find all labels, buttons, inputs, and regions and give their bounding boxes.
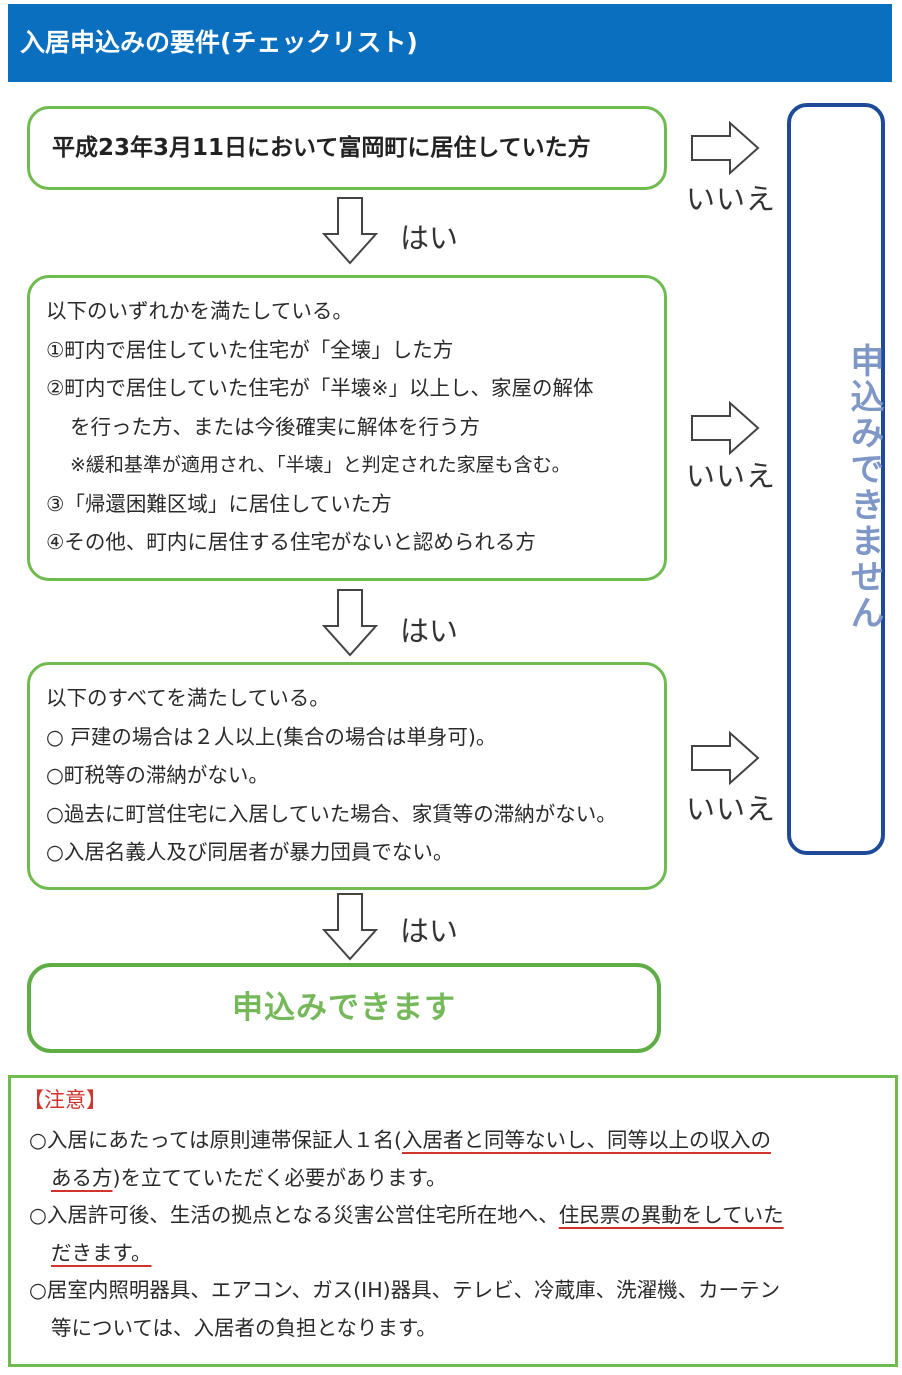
- step-2-line: ③「帰還困難区域」に居住していた方: [46, 491, 392, 516]
- note-3-text: 等については、入居者の負担となります。: [51, 1315, 437, 1340]
- step-1-box: 平成23年3月11日において富岡町に居住していた方: [27, 106, 667, 190]
- notes-box: 【注意】 ○入居にあたっては原則連帯保証人１名(入居者と同等ないし、同等以上の収…: [8, 1075, 898, 1367]
- down-arrow-icon: [322, 197, 378, 265]
- step-2-line: ②町内で居住していた住宅が「半壊※」以上し、家屋の解体: [46, 376, 594, 400]
- down-arrow-icon: [322, 893, 378, 961]
- step-3-line: 以下のすべてを満たしている。: [46, 686, 330, 710]
- no-label-1: いいえ: [686, 182, 777, 216]
- note-1-underlined: 入居者と同等ないし、同等以上の収入の: [401, 1128, 771, 1152]
- step-2-line: 以下のいずれかを満たしている。: [46, 299, 353, 323]
- step-3-line: ○町税等の滞納がない。: [46, 763, 269, 787]
- note-1-text: ○入居にあたっては原則連帯保証人１名(: [29, 1128, 402, 1152]
- note-1-underlined: ある方: [51, 1165, 113, 1190]
- step-2-line: を行った方、または今後確実に解体を行う方: [70, 414, 480, 439]
- result-ok-box: 申込みできます: [27, 963, 661, 1053]
- yes-label-3: はい: [400, 914, 459, 948]
- result-ok-text: 申込みできます: [232, 990, 456, 1026]
- note-2-text: ○入居許可後、生活の拠点となる災害公営住宅所在地へ、: [29, 1203, 559, 1227]
- yes-label-1: はい: [400, 221, 459, 255]
- right-arrow-icon: [691, 400, 760, 456]
- step-2-box: 以下のいずれかを満たしている。 ①町内で居住していた住宅が「全壊」した方 ②町内…: [27, 275, 667, 581]
- step-3-line: ○ 戸建の場合は２人以上(集合の場合は単身可)。: [46, 724, 497, 749]
- step-3-box: 以下のすべてを満たしている。 ○ 戸建の場合は２人以上(集合の場合は単身可)。 …: [27, 662, 667, 890]
- result-ng-text: 申込みできません: [844, 343, 884, 631]
- down-arrow-icon: [322, 589, 378, 657]
- step-2-line: ①町内で居住していた住宅が「全壊」した方: [46, 337, 454, 362]
- step-3-line: ○入居名義人及び同居者が暴力団員でない。: [46, 840, 454, 864]
- page-header: 入居申込みの要件(チェックリスト): [8, 4, 892, 82]
- page-title: 入居申込みの要件(チェックリスト): [20, 28, 418, 57]
- notes-title: 【注意】: [23, 1088, 107, 1112]
- yes-label-2: はい: [400, 614, 459, 648]
- no-label-3: いいえ: [686, 792, 777, 826]
- right-arrow-icon: [691, 120, 760, 176]
- note-2-underlined: だきます。: [51, 1240, 152, 1265]
- note-2-underlined: 住民票の異動をしていた: [558, 1203, 784, 1227]
- note-3-text: ○居室内照明器具、エアコン、ガス(IH)器具、テレビ、冷蔵庫、洗濯機、カーテン: [29, 1278, 781, 1302]
- step-1-text: 平成23年3月11日において富岡町に居住していた方: [52, 135, 591, 161]
- right-arrow-icon: [691, 730, 760, 786]
- result-ng-box: 申込みできません: [787, 103, 885, 855]
- step-2-line: ④その他、町内に居住する住宅がないと認められる方: [46, 530, 536, 554]
- no-label-2: いいえ: [686, 459, 777, 493]
- note-1-text: )を立てていただく必要があります。: [112, 1165, 447, 1190]
- step-3-line: ○過去に町営住宅に入居していた場合、家賃等の滞納がない。: [46, 801, 617, 826]
- step-2-note: ※緩和基準が適用され、「半壊」と判定された家屋も含む。: [70, 454, 571, 476]
